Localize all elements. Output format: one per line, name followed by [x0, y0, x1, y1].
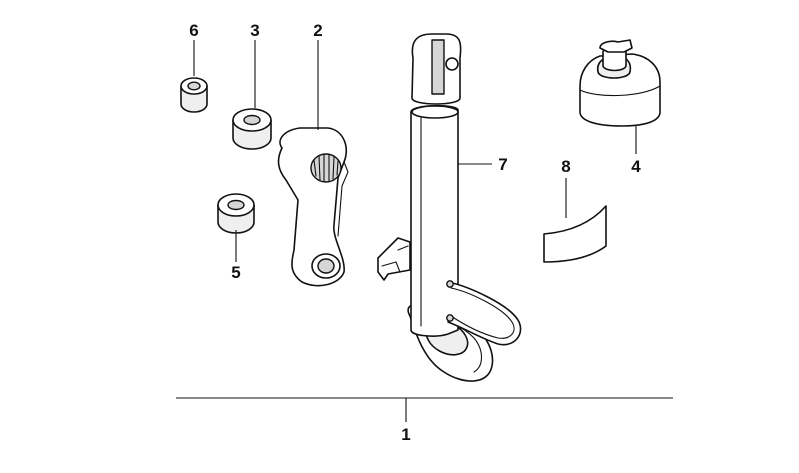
part-8-label-strip	[543, 205, 607, 263]
callout-6: 6	[189, 21, 198, 40]
callout-1: 1	[401, 425, 410, 444]
part-4-rubber-cap	[579, 39, 661, 127]
callout-7: 7	[498, 155, 507, 174]
callout-5: 5	[231, 263, 240, 282]
part-7-side-stand	[377, 33, 522, 382]
callout-3: 3	[250, 21, 259, 40]
callout-labels: 6 3 2 5 7 8 4 1	[189, 21, 641, 444]
callout-8: 8	[561, 157, 570, 176]
part-6-bushing	[180, 77, 208, 113]
callout-2: 2	[313, 21, 322, 40]
callout-4: 4	[631, 157, 641, 176]
part-5-bushing	[217, 193, 255, 234]
part-3-spacer-sleeve	[232, 108, 272, 150]
part-2-lever-arm	[277, 127, 349, 287]
leader-lines	[176, 40, 673, 422]
